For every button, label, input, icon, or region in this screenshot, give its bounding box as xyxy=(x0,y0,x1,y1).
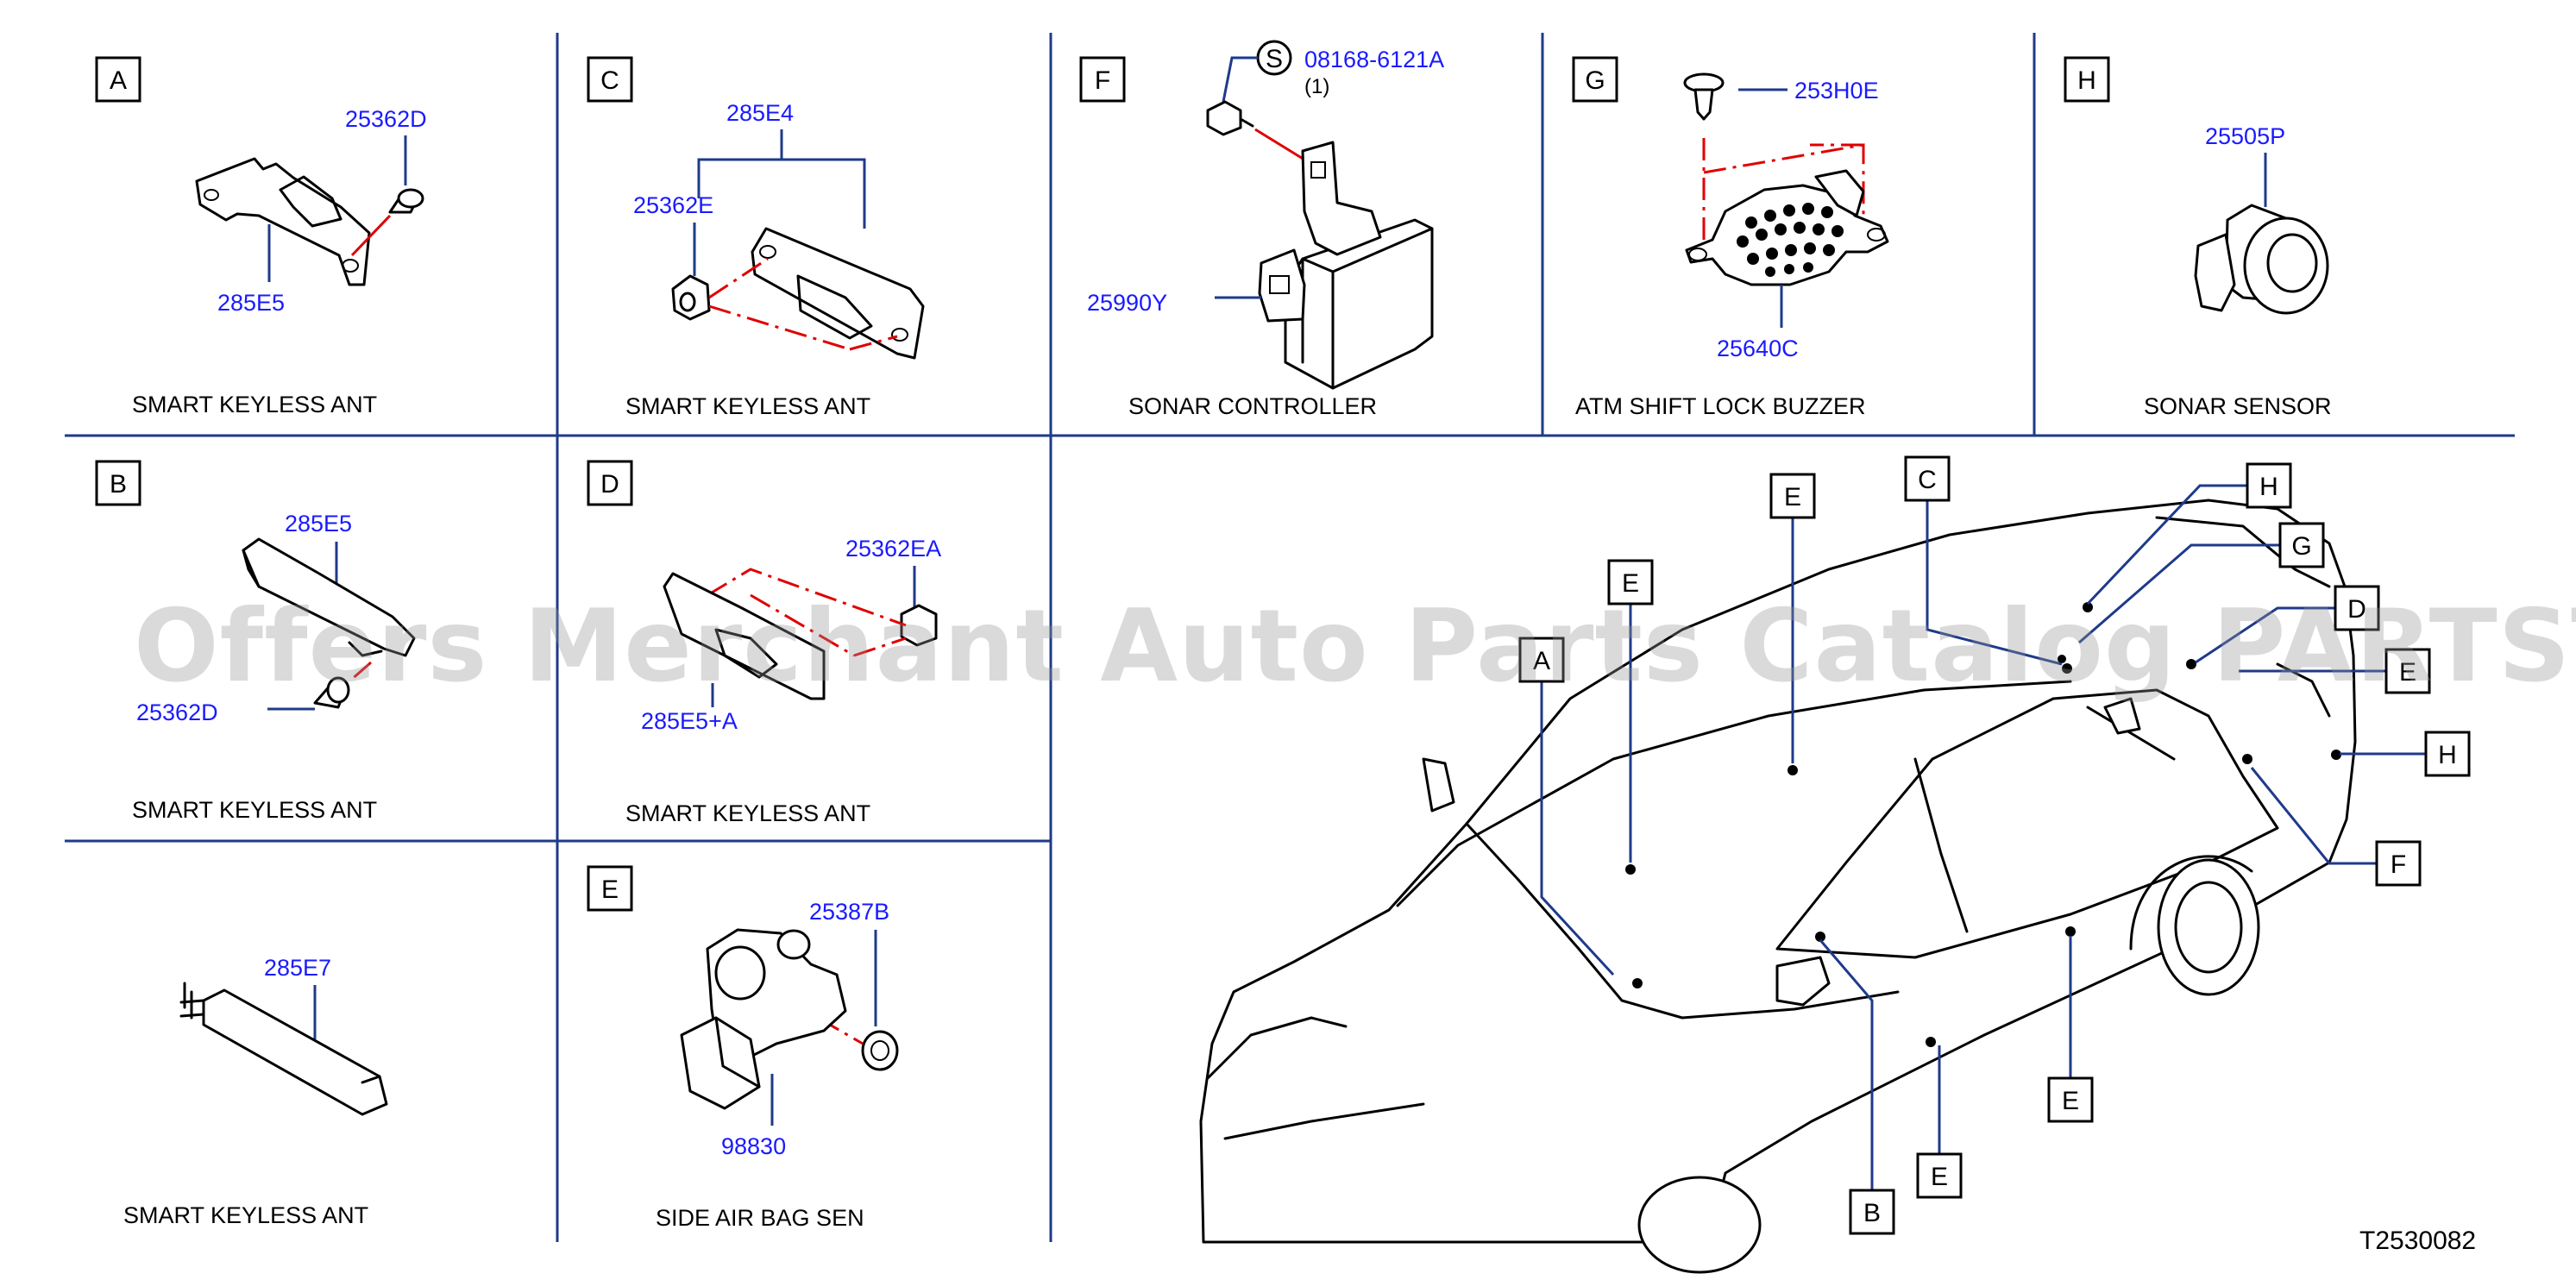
part-number[interactable]: 25640C xyxy=(1717,336,1799,361)
bolt-25387b[interactable] xyxy=(861,1030,899,1071)
part-number[interactable]: 25387B xyxy=(809,899,889,925)
callout-e[interactable]: E xyxy=(1607,559,1654,605)
panel-a-caption: SMART KEYLESS ANT xyxy=(132,392,377,417)
part-number[interactable]: 25362EA xyxy=(845,536,941,562)
part-number[interactable]: 25990Y xyxy=(1087,290,1167,316)
buzzer-25640c[interactable] xyxy=(1685,184,1889,286)
panel-c-letter: C xyxy=(600,66,619,95)
rear-wheel xyxy=(2157,858,2260,996)
screw-symbol: S xyxy=(1266,45,1283,73)
svg-text:H: H xyxy=(2438,741,2457,769)
panel-d-letter: D xyxy=(600,470,619,499)
callout-e[interactable]: E xyxy=(1769,473,1816,519)
svg-text:E: E xyxy=(2399,658,2416,687)
part-number[interactable]: 25362D xyxy=(345,106,427,132)
panel-f-letter: F xyxy=(1095,66,1110,95)
panel-285e7-caption: SMART KEYLESS ANT xyxy=(123,1202,368,1228)
panel-g: G 253H0E 25640C ATM SHIFT LOCK BUZZER xyxy=(1572,56,1889,419)
callout-d[interactable]: D xyxy=(2334,585,2380,631)
panel-a: A 25362D 285E5 SMART KEYLESS ANT xyxy=(95,56,427,417)
svg-text:A: A xyxy=(1533,647,1550,675)
screw-08168[interactable] xyxy=(1206,100,1242,136)
callout-b[interactable]: B xyxy=(1849,1189,1895,1235)
panel-f: F S 08168-6121A (1) 25990Y SONAR CONTROL… xyxy=(1079,40,1444,419)
panel-c: C 285E4 25362E SMART KEYLESS ANT xyxy=(587,56,925,419)
part-number[interactable]: 285E5+A xyxy=(641,708,738,734)
part-number[interactable]: 25362E xyxy=(633,192,713,218)
panel-h-letter: H xyxy=(2077,66,2096,95)
part-number[interactable]: 285E5 xyxy=(285,511,352,536)
panel-e-caption: SIDE AIR BAG SEN xyxy=(656,1205,864,1231)
panel-g-caption: ATM SHIFT LOCK BUZZER xyxy=(1575,393,1866,419)
vehicle-overview: A B C D E E E E xyxy=(1199,455,2471,1274)
panel-a-letter: A xyxy=(110,66,127,95)
antenna-bracket[interactable] xyxy=(195,157,371,286)
watermark: Offers Merchant Auto Parts Catalog PARTS… xyxy=(134,588,2576,705)
part-number[interactable]: 253H0E xyxy=(1794,78,1879,104)
callout-c[interactable]: C xyxy=(1904,455,1951,502)
panel-grid xyxy=(65,33,2515,1242)
svg-text:B: B xyxy=(1863,1199,1881,1227)
callout-e[interactable]: E xyxy=(2047,1076,2094,1123)
panel-h-caption: SONAR SENSOR xyxy=(2144,393,2332,419)
panel-h: H 25505P SONAR SENSOR xyxy=(2064,56,2332,419)
panel-b-letter: B xyxy=(110,470,127,499)
quantity-label: (1) xyxy=(1304,75,1329,98)
callout-h[interactable]: H xyxy=(2424,731,2471,777)
callout-e[interactable]: E xyxy=(1916,1152,1963,1199)
part-number[interactable]: 285E7 xyxy=(264,955,331,981)
panel-b: B 285E5 25362D SMART KEYLESS ANT xyxy=(95,460,416,823)
panel-d: D 25362EA 285E5+A SMART KEYLESS ANT xyxy=(587,460,941,826)
svg-text:C: C xyxy=(1918,466,1937,494)
part-number[interactable]: 08168-6121A xyxy=(1304,47,1444,72)
panel-c-caption: SMART KEYLESS ANT xyxy=(625,393,870,419)
clip-25362ea[interactable] xyxy=(900,604,938,647)
callout-f[interactable]: F xyxy=(2375,840,2422,887)
panel-f-caption: SONAR CONTROLLER xyxy=(1128,393,1377,419)
part-number[interactable]: 25505P xyxy=(2205,123,2285,149)
panel-g-letter: G xyxy=(1585,66,1605,95)
svg-text:H: H xyxy=(2259,473,2278,501)
callout-h[interactable]: H xyxy=(2246,462,2292,509)
svg-text:D: D xyxy=(2347,595,2366,624)
part-number[interactable]: 285E4 xyxy=(726,100,794,126)
svg-text:F: F xyxy=(2391,850,2406,879)
antenna-bracket-b[interactable] xyxy=(242,537,416,657)
svg-text:E: E xyxy=(1931,1163,1948,1191)
svg-text:E: E xyxy=(2062,1087,2079,1115)
part-number[interactable]: 285E5 xyxy=(217,290,285,316)
svg-text:G: G xyxy=(2291,532,2311,561)
antenna-285e7[interactable] xyxy=(202,988,388,1116)
callout-e[interactable]: E xyxy=(2384,648,2431,694)
drawing-id: T2530082 xyxy=(2359,1227,2476,1255)
callout-g[interactable]: G xyxy=(2278,522,2325,568)
panel-b-caption: SMART KEYLESS ANT xyxy=(132,797,377,823)
panel-d-caption: SMART KEYLESS ANT xyxy=(625,800,870,826)
svg-text:E: E xyxy=(1784,483,1801,511)
part-number[interactable]: 98830 xyxy=(721,1133,786,1159)
svg-text:E: E xyxy=(1622,569,1639,598)
panel-285e7: 285E7 SMART KEYLESS ANT xyxy=(123,955,388,1228)
panel-e-letter: E xyxy=(601,875,619,904)
car-body xyxy=(1199,499,2357,1244)
callout-a[interactable]: A xyxy=(1518,637,1565,683)
front-wheel xyxy=(1637,1176,1762,1274)
panel-e: E 25387B 98830 SIDE AIR BAG SEN xyxy=(587,865,899,1231)
part-number[interactable]: 25362D xyxy=(136,700,218,725)
